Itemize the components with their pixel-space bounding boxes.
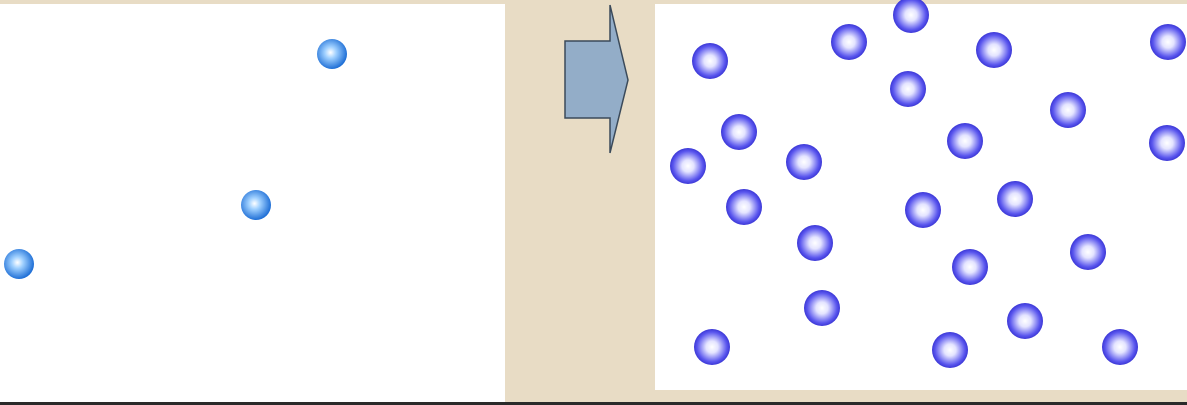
after-panel bbox=[655, 4, 1187, 390]
right-arrow-icon bbox=[562, 3, 630, 155]
before-panel bbox=[0, 4, 505, 402]
arrow-shape bbox=[565, 5, 628, 153]
